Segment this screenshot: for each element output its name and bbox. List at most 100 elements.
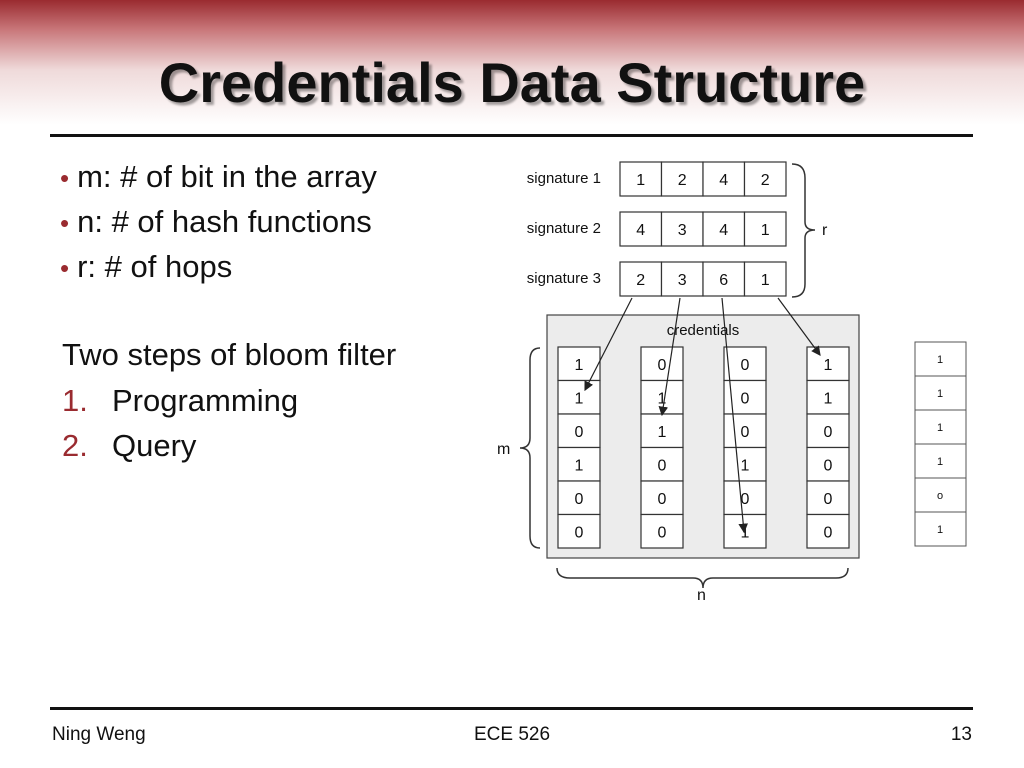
- bit-value: 0: [741, 491, 750, 508]
- result-value: 1: [937, 456, 943, 468]
- result-value: o: [937, 490, 943, 502]
- hash-arrow: [777, 297, 821, 356]
- step-label: Programming: [112, 383, 299, 418]
- signature-value: 1: [761, 272, 770, 289]
- bit-value: 1: [824, 357, 833, 374]
- bullet-dot-icon: •: [60, 208, 70, 238]
- bit-cell: [640, 346, 684, 382]
- signature-value: 2: [678, 172, 687, 189]
- footer-course: ECE 526: [473, 724, 551, 745]
- bullet-text: m: # of bit in the array: [77, 159, 377, 194]
- footer-author: Ning Weng: [52, 724, 146, 745]
- hash-arrow: [658, 297, 681, 417]
- hash-arrow: [584, 297, 633, 392]
- signature-label: signature 1: [527, 170, 601, 187]
- signature-cell: [702, 261, 746, 297]
- bit-value: 0: [658, 357, 667, 374]
- bit-cell: [557, 413, 601, 449]
- bit-cell: [806, 513, 850, 549]
- bullet-item: •n: # of hash functions: [60, 203, 460, 248]
- bit-value: 0: [575, 525, 584, 542]
- bit-value: 1: [575, 357, 584, 374]
- footer-divider: [50, 707, 973, 710]
- signature-cell: [619, 261, 663, 297]
- bit-cell: [557, 480, 601, 516]
- bit-value: 0: [575, 424, 584, 441]
- result-value: 1: [937, 422, 943, 434]
- bit-value: 0: [824, 491, 833, 508]
- signature-value: 4: [719, 172, 728, 189]
- bit-cell: [557, 446, 601, 482]
- signature-cell: [702, 161, 746, 197]
- result-cell: [914, 375, 967, 411]
- n-brace: [556, 567, 849, 589]
- bit-cell: [806, 346, 850, 382]
- signature-value: 1: [636, 172, 645, 189]
- result-cell: [914, 477, 967, 513]
- bit-value: 0: [824, 424, 833, 441]
- bit-value: 1: [824, 391, 833, 408]
- bit-cell: [806, 413, 850, 449]
- credentials-label: credentials: [667, 322, 740, 339]
- bit-cell: [723, 480, 767, 516]
- signature-cell: [743, 161, 787, 197]
- m-label: m: [497, 441, 510, 458]
- bit-cell: [640, 379, 684, 415]
- bullet-dot-icon: •: [60, 163, 70, 193]
- result-cell: [914, 409, 967, 445]
- signature-value: 3: [678, 272, 687, 289]
- signature-value: 1: [761, 222, 770, 239]
- m-brace: [519, 347, 541, 549]
- steps-list: 1.Programming 2.Query: [62, 380, 298, 470]
- signature-cell: [743, 261, 787, 297]
- signature-value: 2: [761, 172, 770, 189]
- bit-cell: [557, 513, 601, 549]
- bit-cell: [640, 513, 684, 549]
- result-value: 1: [937, 354, 943, 366]
- bit-value: 0: [741, 424, 750, 441]
- bit-value: 0: [658, 525, 667, 542]
- bit-cell: [806, 379, 850, 415]
- signature-cell: [660, 161, 704, 197]
- footer-page-number: 13: [950, 724, 972, 745]
- paragraph-text: Two steps of bloom filter: [62, 337, 397, 372]
- n-label: n: [697, 587, 706, 604]
- title-background: [0, 0, 1024, 130]
- slide-title: Credentials Data Structure: [158, 51, 866, 114]
- bit-cell: [723, 446, 767, 482]
- bit-value: 1: [741, 458, 750, 475]
- bit-value: 1: [575, 391, 584, 408]
- signature-cell: [743, 211, 787, 247]
- signature-value: 4: [719, 222, 728, 239]
- hash-arrow: [721, 297, 748, 534]
- bit-value: 0: [658, 458, 667, 475]
- signature-label: signature 2: [527, 220, 601, 237]
- signature-value: 6: [719, 272, 728, 289]
- signature-cell: [702, 211, 746, 247]
- r-brace: [791, 163, 816, 298]
- hash-arrows: [584, 297, 821, 534]
- signature-cell: [660, 261, 704, 297]
- step-label: Query: [112, 428, 197, 463]
- bit-value: 0: [741, 391, 750, 408]
- bit-value: 0: [575, 491, 584, 508]
- title-divider: [50, 134, 973, 137]
- bullet-text: n: # of hash functions: [77, 204, 372, 239]
- bullet-text: r: # of hops: [77, 249, 233, 284]
- signature-value: 3: [678, 222, 687, 239]
- result-cell: [914, 511, 967, 547]
- signature-value: 2: [636, 272, 645, 289]
- result-cell: [914, 341, 967, 377]
- bit-value: 1: [575, 458, 584, 475]
- step-number: 2.: [62, 428, 88, 463]
- bullet-item: •r: # of hops: [60, 248, 460, 293]
- bit-cell: [723, 413, 767, 449]
- bit-cell: [806, 480, 850, 516]
- r-label: r: [822, 222, 828, 239]
- bit-value: 1: [658, 424, 667, 441]
- bit-value: 1: [658, 391, 667, 408]
